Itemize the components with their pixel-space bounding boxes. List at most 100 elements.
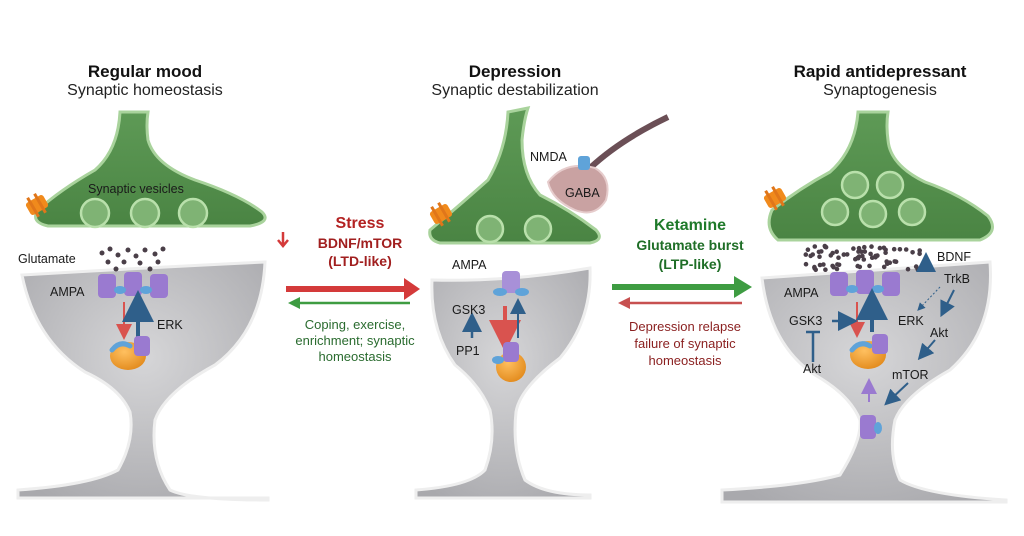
transition-ketamine bbox=[612, 276, 752, 309]
glutamate-particle bbox=[862, 244, 867, 250]
label-glutamate: Glutamate bbox=[18, 252, 76, 266]
label-mtor: mTOR bbox=[892, 368, 929, 382]
label-ampa: AMPA bbox=[50, 285, 85, 299]
label-nmda: NMDA bbox=[530, 150, 567, 164]
recovery-arrowhead bbox=[288, 297, 300, 309]
panel-subtitle-depression: Synaptic destabilization bbox=[431, 82, 599, 99]
postsynaptic-spine bbox=[720, 260, 1008, 504]
glutamate-particle bbox=[803, 252, 809, 257]
transition-stress-line2: (LTD-like) bbox=[328, 253, 392, 269]
glutamate-particle bbox=[859, 249, 864, 254]
glutamate-particles bbox=[99, 246, 166, 272]
glutamate-particle bbox=[917, 251, 922, 257]
transition-relapse-line2: failure of synaptic bbox=[634, 336, 736, 351]
glutamate-particle bbox=[857, 264, 863, 270]
transition-stress-line1: BDNF/mTOR bbox=[317, 235, 403, 251]
glutamate-particle bbox=[868, 251, 873, 257]
glutamate-burst bbox=[803, 243, 922, 273]
glutamate-particle bbox=[862, 249, 868, 254]
panel-title-regular-mood: Regular mood bbox=[87, 62, 203, 81]
glutamate-particle bbox=[803, 261, 809, 267]
orange-autoreceptor bbox=[25, 192, 49, 218]
panel-title-depression: Depression bbox=[468, 62, 562, 81]
glutamate-particle bbox=[897, 247, 903, 252]
panel-title-rapid-antidepressant: Rapid antidepressant bbox=[793, 62, 967, 81]
glutamate-particle bbox=[856, 245, 862, 251]
panel-subtitle-rapid-antidepressant: Synaptogenesis bbox=[823, 82, 937, 99]
glutamate-particle bbox=[836, 255, 841, 260]
transition-stress-heading: Stress bbox=[335, 215, 385, 232]
label-gsk3: GSK3 bbox=[452, 303, 486, 317]
glutamate-particle bbox=[821, 262, 826, 267]
recycling-endosome bbox=[849, 334, 888, 369]
label-gaba: GABA bbox=[565, 186, 600, 200]
orange-autoreceptor bbox=[429, 201, 453, 227]
glutamate-particle bbox=[881, 264, 887, 270]
label-synaptic-vesicles: Synaptic vesicles bbox=[88, 182, 184, 196]
glutamate-particle bbox=[892, 259, 897, 264]
synaptic-vesicles bbox=[79, 197, 209, 229]
glutamate-particle bbox=[860, 253, 865, 259]
label-ampa: AMPA bbox=[452, 258, 487, 272]
glutamate-particle bbox=[810, 252, 815, 257]
presynaptic-terminal bbox=[34, 110, 267, 228]
glutamate-particle bbox=[867, 263, 872, 269]
label-erk: ERK bbox=[898, 314, 924, 328]
glutamate-particle bbox=[817, 254, 822, 259]
glutamate-particle bbox=[822, 243, 828, 249]
ketamine-arrowhead bbox=[734, 276, 752, 298]
label-trkb: TrkB bbox=[944, 272, 970, 286]
transition-relapse-line1: Depression relapse bbox=[628, 319, 741, 334]
glutamate-particle bbox=[873, 254, 878, 260]
glutamate-particle bbox=[835, 262, 840, 267]
transition-recovery-line2: enrichment; synaptic bbox=[295, 333, 415, 348]
transition-ketamine-heading: Ketamine bbox=[653, 217, 727, 234]
panel-regular-mood bbox=[16, 110, 270, 502]
glutamate-particle bbox=[834, 249, 839, 254]
new-ampa-receptor bbox=[860, 415, 882, 439]
glutamate-particle bbox=[841, 252, 847, 257]
glutamate-particle bbox=[869, 244, 874, 249]
ampa-receptors bbox=[830, 270, 900, 296]
glutamate-particle bbox=[834, 266, 840, 272]
synaptic-vesicles bbox=[820, 170, 927, 229]
glutamate-particle bbox=[830, 250, 835, 256]
trkb-erk-arrow bbox=[917, 286, 941, 311]
glutamate-particle bbox=[830, 263, 835, 269]
ampa-receptors bbox=[98, 272, 168, 298]
glutamate-particle bbox=[903, 247, 909, 252]
glutamate-particle bbox=[819, 249, 824, 254]
transition-stress bbox=[277, 232, 420, 309]
gaba-axon bbox=[587, 114, 670, 171]
label-akt-pathway: Akt bbox=[930, 326, 949, 340]
stress-arrowhead bbox=[404, 278, 420, 300]
panel-depression bbox=[414, 106, 670, 500]
glutamate-particle bbox=[812, 244, 818, 249]
label-erk: ERK bbox=[157, 318, 183, 332]
glutamate-particle bbox=[861, 257, 867, 262]
relapse-arrowhead bbox=[618, 297, 630, 309]
ampa-receptor bbox=[493, 271, 529, 296]
glutamate-particle bbox=[823, 267, 828, 273]
panel-subtitle-regular-mood: Synaptic homeostasis bbox=[67, 82, 223, 99]
postsynaptic-spine bbox=[414, 266, 592, 500]
glutamate-particle bbox=[844, 252, 850, 257]
glutamate-particle bbox=[817, 262, 823, 268]
label-ampa: AMPA bbox=[784, 286, 819, 300]
nmda-receptor bbox=[578, 156, 590, 170]
transition-relapse-line3: homeostasis bbox=[648, 353, 722, 368]
glutamate-particle bbox=[910, 250, 915, 255]
label-pp1: PP1 bbox=[456, 344, 480, 358]
transition-ketamine-line2: (LTP-like) bbox=[658, 256, 722, 272]
glutamate-particle bbox=[851, 246, 856, 251]
glutamate-particle bbox=[917, 248, 922, 253]
akt-inhibits-gsk3 bbox=[806, 330, 820, 362]
glutamate-particle bbox=[913, 264, 919, 269]
label-akt-inhibitor: Akt bbox=[803, 362, 822, 376]
mtor-synthesis-arrow bbox=[884, 382, 909, 406]
glutamate-particle bbox=[877, 245, 883, 251]
glutamate-particle bbox=[883, 250, 888, 255]
transition-recovery-line1: Coping, exercise, bbox=[304, 317, 406, 332]
trkb-akt-arrow bbox=[940, 289, 955, 318]
